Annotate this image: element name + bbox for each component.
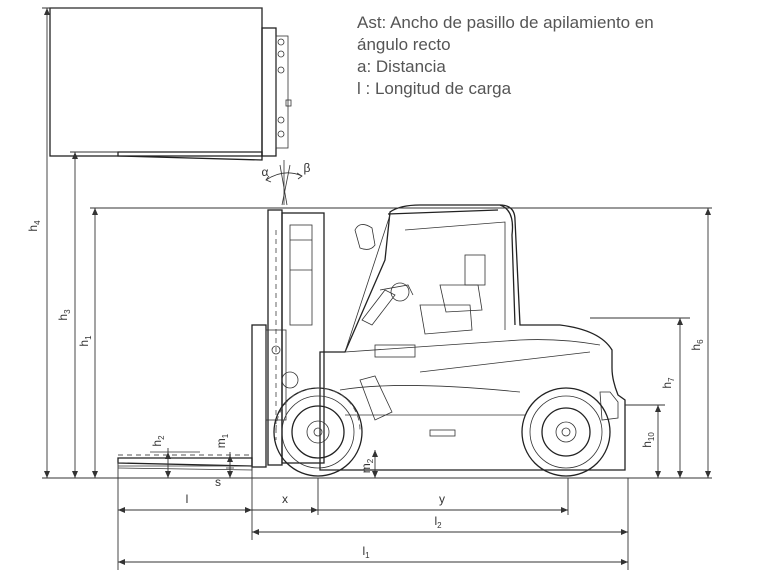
- label-h4-sub: 4: [33, 220, 42, 225]
- label-y: y: [439, 492, 445, 506]
- label-alpha-base: α: [262, 165, 269, 179]
- label-h3-sub: 3: [63, 309, 72, 314]
- label-h7: h7: [660, 377, 676, 389]
- label-alpha: α: [262, 165, 269, 179]
- label-h10: h10: [640, 432, 656, 448]
- dimension-lines: [42, 7, 712, 570]
- label-m1-base: m: [214, 438, 228, 448]
- label-l1: l1: [362, 544, 370, 560]
- label-l2-base: l: [434, 514, 437, 528]
- label-s-base: s: [215, 475, 221, 489]
- svg-text:h2: h2: [150, 435, 166, 447]
- legend-line-distance: a: Distancia: [357, 57, 446, 76]
- svg-text:h1: h1: [77, 335, 93, 347]
- label-h4: h4: [26, 220, 42, 232]
- truck-body: [319, 204, 626, 471]
- label-h10-sub: 10: [647, 432, 656, 441]
- label-h1-base: h: [77, 340, 91, 347]
- label-m2: m2: [359, 458, 375, 473]
- label-h10-base: h: [640, 441, 654, 448]
- svg-text:h7: h7: [660, 377, 676, 389]
- label-h2-base: h: [150, 440, 164, 447]
- label-l: l: [186, 492, 189, 506]
- raised-fork-carriage: [49, 7, 292, 161]
- svg-text:h3: h3: [56, 309, 72, 321]
- label-h6-sub: 6: [696, 339, 705, 344]
- label-h2-sub: 2: [157, 435, 166, 440]
- svg-text:l2: l2: [434, 514, 442, 530]
- legend: Ast: Ancho de pasillo de apilamiento en …: [357, 12, 757, 100]
- label-x: x: [282, 492, 288, 506]
- label-y-base: y: [439, 492, 445, 506]
- label-h6: h6: [689, 339, 705, 351]
- svg-text:m2: m2: [359, 458, 375, 473]
- front-wheel: [273, 387, 363, 477]
- label-m1: m1: [214, 433, 230, 448]
- label-l1-sub: 1: [365, 551, 370, 560]
- rear-wheel: [521, 387, 611, 477]
- label-beta: β: [304, 161, 311, 175]
- label-h2: h2: [150, 435, 166, 447]
- label-h7-sub: 7: [667, 377, 676, 382]
- label-h1: h1: [77, 335, 93, 347]
- svg-text:h4: h4: [26, 220, 42, 232]
- svg-text:m1: m1: [214, 433, 230, 448]
- svg-text:h10: h10: [640, 432, 656, 448]
- legend-line-ast-cont: ángulo recto: [357, 35, 451, 54]
- legend-line-load-length: l : Longitud de carga: [357, 79, 512, 98]
- label-h4-base: h: [26, 225, 40, 232]
- label-s: s: [215, 475, 221, 489]
- label-x-base: x: [282, 492, 288, 506]
- label-beta-base: β: [304, 161, 311, 175]
- svg-text:h6: h6: [689, 339, 705, 351]
- label-l-base: l: [186, 492, 189, 506]
- mast: [251, 209, 325, 468]
- label-m2-sub: 2: [366, 458, 375, 463]
- label-h7-base: h: [660, 382, 674, 389]
- label-l2-sub: 2: [437, 521, 442, 530]
- svg-text:l1: l1: [362, 544, 370, 560]
- tilt-angle-indicator: [265, 160, 303, 206]
- label-h6-base: h: [689, 344, 703, 351]
- label-h1-sub: 1: [84, 335, 93, 340]
- label-h3-base: h: [56, 314, 70, 321]
- label-m2-base: m: [359, 463, 373, 473]
- label-l1-base: l: [362, 544, 365, 558]
- legend-line-ast: Ast: Ancho de pasillo de apilamiento en: [357, 13, 654, 32]
- label-m1-sub: 1: [221, 433, 230, 438]
- label-h3: h3: [56, 309, 72, 321]
- label-l2: l2: [434, 514, 442, 530]
